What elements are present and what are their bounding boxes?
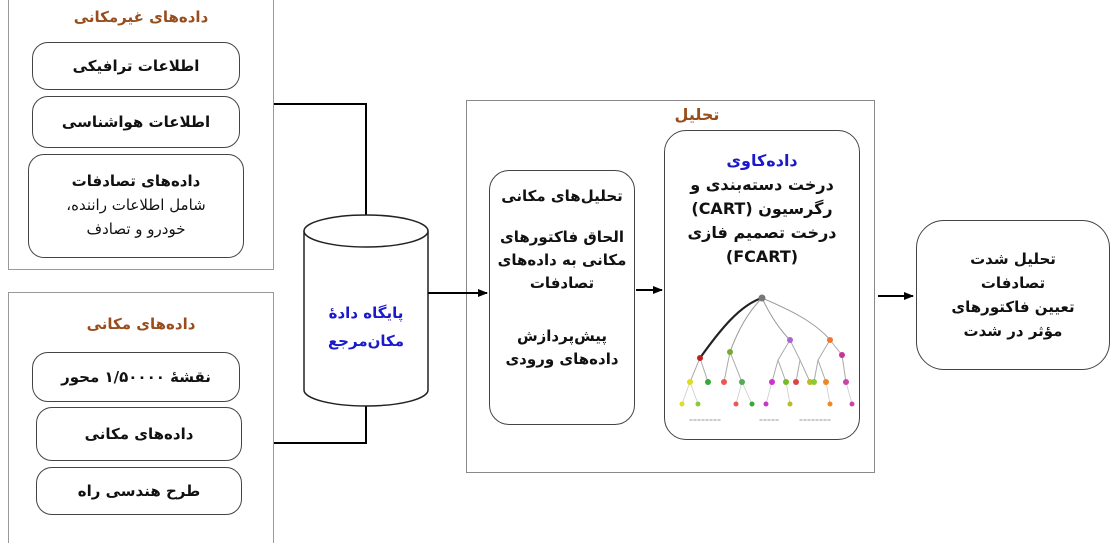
road-geometry-label: طرح هندسی راه [77, 482, 201, 500]
spatial-data-label: داده‌های مکانی [84, 425, 194, 443]
database-cylinder-icon [303, 214, 429, 407]
output-line4: مؤثر در شدت [963, 322, 1063, 340]
non-spatial-title: داده‌های غیرمکانی [73, 8, 209, 26]
analysis-title: تحلیل [674, 105, 720, 124]
traffic-info-box: اطلاعات ترافیکی [32, 42, 240, 90]
map-box: نقشۀ ۱/۵۰۰۰۰ محور [32, 352, 240, 402]
data-mining-title: داده‌کاوی [726, 151, 798, 170]
weather-info-label: اطلاعات هواشناسی [61, 113, 211, 131]
spatial-title: داده‌های مکانی [86, 315, 196, 333]
data-mining-line2: رگرسیون (CART) [691, 199, 833, 218]
output-line1: تحلیل شدت [970, 250, 1056, 268]
output-line2: تصادفات [980, 274, 1046, 292]
database-label-line2: مکان‌مرجع [328, 332, 404, 350]
map-label: نقشۀ ۱/۵۰۰۰۰ محور [61, 368, 211, 386]
connector-nonspatial-to-db [274, 103, 370, 239]
spatial-analysis-line2: مکانی به داده‌های [497, 251, 627, 269]
accident-data-title: داده‌های تصادفات [71, 172, 201, 190]
data-mining-line1: درخت دسته‌بندی و [690, 175, 834, 194]
accident-data-box: داده‌های تصادفات شامل اطلاعات راننده، خو… [28, 154, 244, 258]
spatial-analysis-line4: پیش‌پردازش [516, 327, 608, 345]
output-line3: تعیین فاکتورهای [951, 298, 1075, 316]
spatial-analysis-line1: الحاق فاکتورهای [500, 228, 624, 246]
weather-info-box: اطلاعات هواشناسی [32, 96, 240, 148]
accident-data-line2: خودرو و تصادف [86, 220, 186, 238]
spatial-analysis-title: تحلیل‌های مکانی [501, 187, 623, 205]
accident-data-line1: شامل اطلاعات راننده، [66, 196, 206, 214]
spatial-analysis-box: تحلیل‌های مکانی الحاق فاکتورهای مکانی به… [489, 170, 635, 425]
spatial-data-box: داده‌های مکانی [36, 407, 242, 461]
database-label-line1: پایگاه دادۀ [329, 304, 404, 323]
data-mining-line4: (FCART) [725, 247, 799, 266]
decision-tree-image [679, 294, 855, 421]
road-geometry-box: طرح هندسی راه [36, 467, 242, 515]
spatial-analysis-line3: تصادفات [529, 274, 595, 292]
traffic-info-label: اطلاعات ترافیکی [72, 57, 200, 75]
output-box: تحلیل شدت تصادفات تعیین فاکتورهای مؤثر د… [916, 220, 1110, 370]
data-mining-line3: درخت تصمیم فازی [687, 223, 837, 242]
spatial-analysis-line5: داده‌های ورودی [505, 350, 619, 368]
